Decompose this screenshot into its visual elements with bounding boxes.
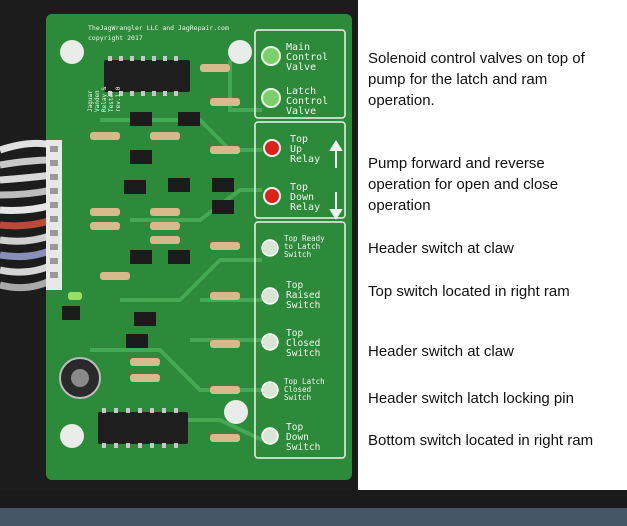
led-top-ready-switch xyxy=(261,239,279,257)
led-top-down-relay xyxy=(263,187,281,205)
svg-text:Valve: Valve xyxy=(286,62,316,73)
label-top-up-relay: Top Up Relay xyxy=(290,134,320,165)
svg-text:Down: Down xyxy=(286,432,309,443)
svg-text:Switch: Switch xyxy=(284,393,311,402)
svg-text:Switch: Switch xyxy=(286,348,320,359)
board-side-text: Jaguar Vanden Relay & Tester rev.1.0 xyxy=(87,86,122,112)
svg-text:Switch: Switch xyxy=(286,300,320,311)
annotation-header-switch-latch-pin: Header switch latch locking pin xyxy=(368,390,574,407)
svg-text:Relay: Relay xyxy=(290,154,320,165)
ic-chip-bottom xyxy=(98,412,188,444)
photo-blue-edge xyxy=(0,508,627,526)
svg-text:Down: Down xyxy=(290,192,314,203)
label-top-closed-switch: Top Closed Switch xyxy=(286,328,320,359)
capacitor-top xyxy=(71,369,89,387)
annotation-top-switch-right-ram: Top switch located in right ram xyxy=(368,283,570,300)
label-top-down-switch: Top Down Switch xyxy=(286,422,320,453)
label-top-down-relay: Top Down Relay xyxy=(290,182,320,213)
board-header-line2: copyright 2017 xyxy=(88,34,143,42)
mounting-hole-bottom-right xyxy=(224,400,248,424)
annotation-header-switch-claw-1: Header switch at claw xyxy=(368,240,514,257)
svg-text:Closed: Closed xyxy=(286,338,320,349)
svg-text:Vanden: Vanden xyxy=(94,90,101,112)
arrow-up-icon xyxy=(329,140,343,168)
svg-text:to Latch: to Latch xyxy=(284,242,320,251)
transistors xyxy=(62,112,234,348)
annotation-header-switch-claw-2: Header switch at claw xyxy=(368,343,514,360)
svg-text:Top: Top xyxy=(286,280,303,291)
svg-text:Jaguar: Jaguar xyxy=(87,90,94,112)
annotation-bottom-switch-right-ram: Bottom switch located in right ram xyxy=(368,432,594,449)
svg-text:Latch: Latch xyxy=(286,86,316,97)
svg-text:Top: Top xyxy=(286,422,303,433)
arrow-down-icon xyxy=(329,192,343,220)
svg-text:Relay: Relay xyxy=(290,202,320,213)
pcb-board xyxy=(46,14,352,480)
svg-text:Control: Control xyxy=(286,96,328,107)
svg-text:Top Ready: Top Ready xyxy=(284,234,325,243)
connector-pins xyxy=(50,146,58,278)
board-header-line1: TheJagWrangler LLC and JagRepair.com xyxy=(88,24,229,32)
svg-text:Main: Main xyxy=(286,42,310,53)
ic-chip-top xyxy=(104,60,190,92)
mounting-hole-bottom-left xyxy=(60,424,84,448)
svg-text:Top: Top xyxy=(286,328,303,339)
svg-text:Top: Top xyxy=(290,182,308,193)
svg-text:Closed: Closed xyxy=(284,385,311,394)
mounting-hole-top-left xyxy=(60,40,84,64)
ic-chip-top-pins xyxy=(108,56,178,96)
svg-text:Control: Control xyxy=(286,52,328,63)
mounting-hole-top-right xyxy=(228,40,252,64)
led-top-raised-switch xyxy=(261,287,279,305)
svg-text:Tester: Tester xyxy=(108,90,115,112)
annotation-pump-relays: Pump forward and reverse operation for o… xyxy=(368,155,559,214)
svg-text:Switch: Switch xyxy=(284,250,311,259)
svg-text:Top Latch: Top Latch xyxy=(284,377,325,386)
ic-chip-bottom-pins xyxy=(102,408,178,448)
label-top-raised-switch: Top Raised Switch xyxy=(286,280,320,311)
svg-text:Valve: Valve xyxy=(286,106,316,117)
svg-text:rev.1.0: rev.1.0 xyxy=(115,86,122,112)
svg-text:Raised: Raised xyxy=(286,290,320,301)
svg-text:Relay &: Relay & xyxy=(101,86,108,112)
power-led xyxy=(68,292,82,300)
label-main-control-valve: Main Control Valve xyxy=(286,42,328,73)
svg-text:Top: Top xyxy=(290,134,308,145)
led-main-control-valve xyxy=(261,46,281,66)
led-top-latch-closed-switch xyxy=(261,381,279,399)
led-latch-control-valve xyxy=(261,88,281,108)
annotation-solenoid-valves: Solenoid control valves on top of pump f… xyxy=(368,50,585,109)
label-latch-control-valve: Latch Control Valve xyxy=(286,86,328,117)
led-top-closed-switch xyxy=(261,333,279,351)
led-top-down-switch xyxy=(261,427,279,445)
svg-text:Up: Up xyxy=(290,144,302,155)
resistors xyxy=(90,64,240,442)
led-top-up-relay xyxy=(263,139,281,157)
svg-text:Switch: Switch xyxy=(286,442,320,453)
label-top-latch-closed-switch: Top Latch Closed Switch xyxy=(284,377,325,402)
label-top-ready-switch: Top Ready to Latch Switch xyxy=(284,234,325,259)
silkscreen-boxes xyxy=(254,29,346,459)
